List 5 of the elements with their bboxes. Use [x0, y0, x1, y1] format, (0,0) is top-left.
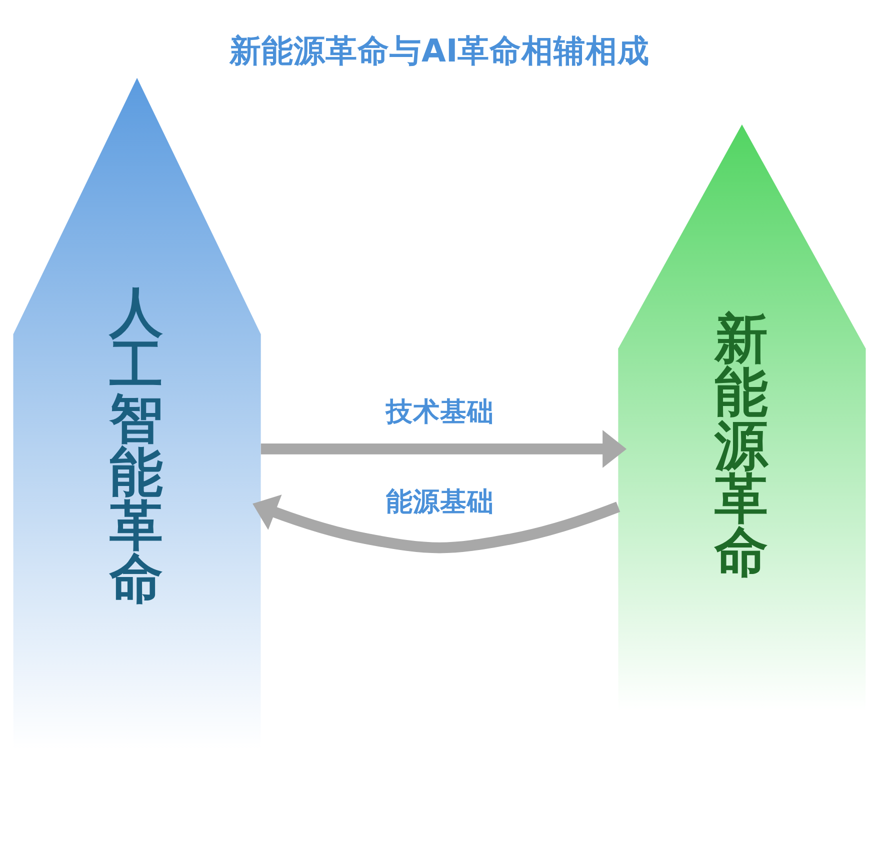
- edge-label: 能源基础: [386, 486, 494, 518]
- arrow: [260, 430, 627, 468]
- arrow: [252, 494, 620, 554]
- diagram-title: 新能源革命与AI革命相辅相成: [230, 34, 650, 70]
- edge-label: 技术基础: [386, 396, 494, 428]
